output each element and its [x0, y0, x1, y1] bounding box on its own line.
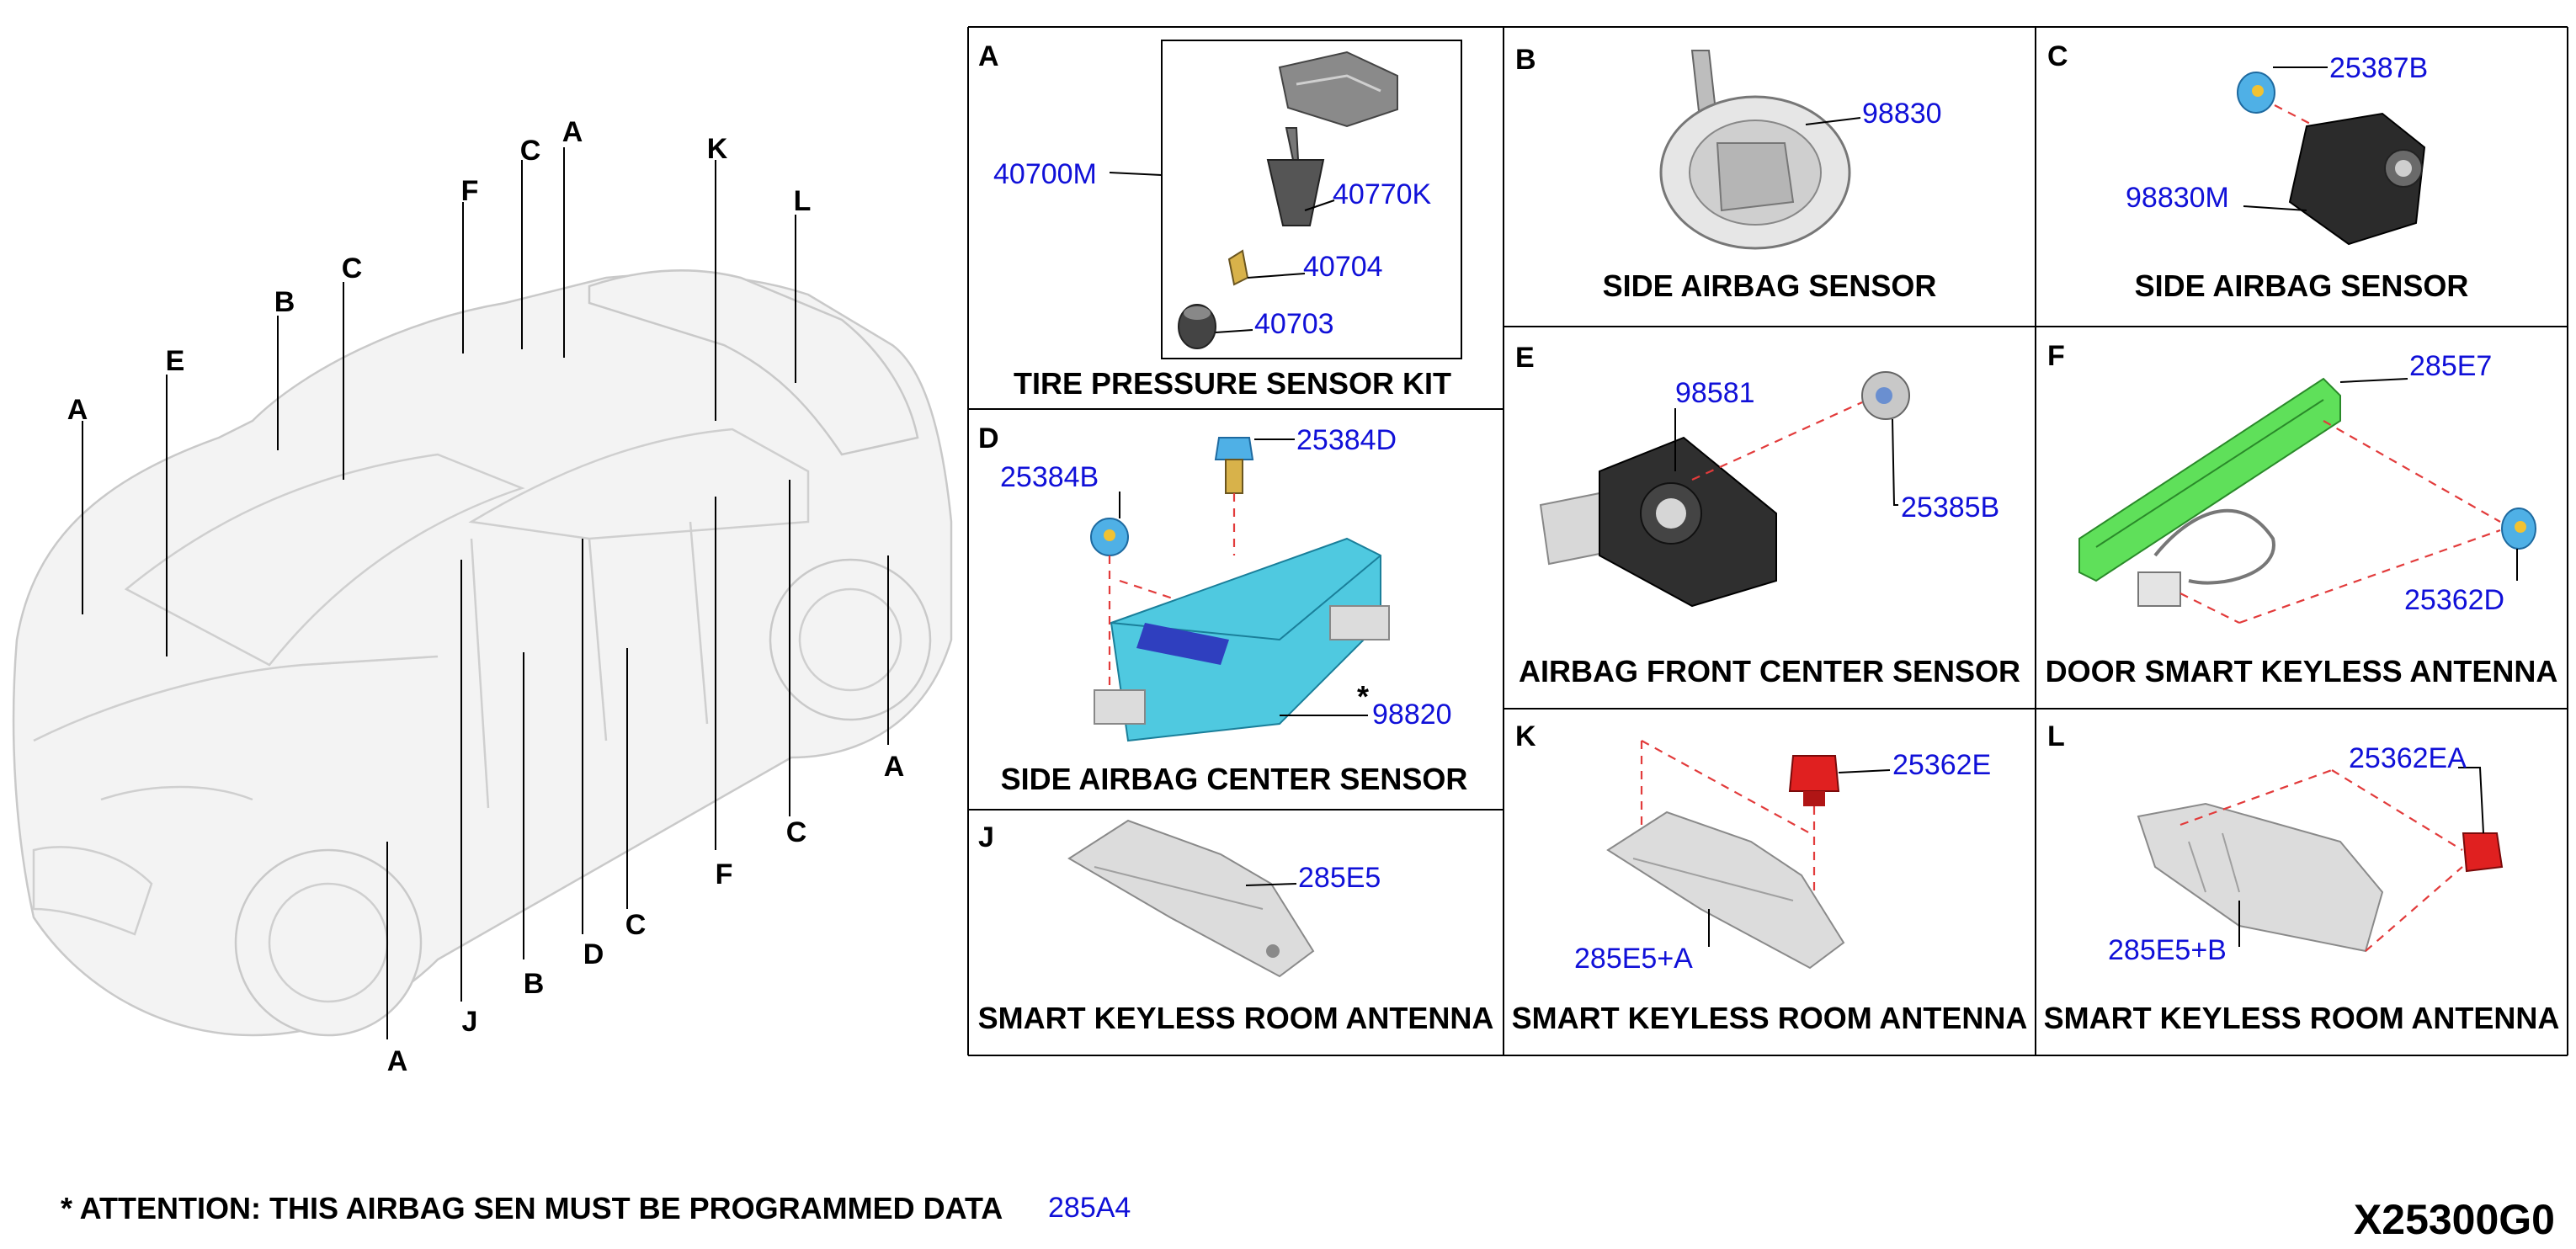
part-98830M[interactable]: 98830M: [2126, 182, 2229, 214]
callout-a-roof[interactable]: A: [562, 116, 583, 148]
part-285E7[interactable]: 285E7: [2409, 350, 2492, 382]
callout-c-windshield[interactable]: C: [342, 252, 363, 284]
panel-e-title: AIRBAG FRONT CENTER SENSOR: [1519, 654, 2020, 688]
callout-e[interactable]: E: [166, 345, 185, 377]
valve-core-icon[interactable]: [1227, 249, 1249, 286]
panel-l-title: SMART KEYLESS ROOM ANTENNA: [2044, 1001, 2560, 1035]
asterisk-mark: *: [1357, 679, 1369, 714]
part-40704[interactable]: 40704: [1303, 251, 1383, 283]
panel-k-title: SMART KEYLESS ROOM ANTENNA: [1512, 1001, 2028, 1035]
callout-a-front[interactable]: A: [67, 394, 88, 426]
callout-b-lower[interactable]: B: [524, 968, 545, 1000]
part-25384B[interactable]: 25384B: [1000, 461, 1099, 493]
callout-l[interactable]: L: [794, 185, 812, 217]
panel-f: F 285E7 25362D DOOR SMART KEYLESS ANTENN…: [2046, 340, 2558, 688]
panel-c-title: SIDE AIRBAG SENSOR: [2135, 268, 2469, 303]
kit-bracket: [1161, 40, 1462, 359]
part-25384D[interactable]: 25384D: [1296, 424, 1397, 456]
callout-a-rear[interactable]: A: [884, 751, 905, 783]
panel-l: L 25362EA 285E5+B SMART KEYLESS ROOM ANT…: [2044, 720, 2560, 1035]
part-40770K[interactable]: 40770K: [1333, 178, 1432, 210]
nut-icon[interactable]: [1861, 371, 1910, 420]
callout-f-lower[interactable]: F: [716, 858, 733, 890]
panel-d-letter: D: [978, 423, 999, 454]
part-25362D[interactable]: 25362D: [2404, 584, 2504, 616]
callout-c-roof[interactable]: C: [520, 135, 541, 167]
valve-cap-icon[interactable]: [1178, 304, 1216, 349]
tire-pressure-sensor-icon[interactable]: [1278, 50, 1398, 128]
part-285E5-plus-a[interactable]: 285E5+A: [1574, 943, 1693, 975]
callout-a-bottom[interactable]: A: [387, 1045, 408, 1077]
part-285A4[interactable]: 285A4: [1048, 1192, 1131, 1224]
antenna-icon[interactable]: [2078, 377, 2341, 607]
panel-j: J 285E5 SMART KEYLESS ROOM ANTENNA: [978, 819, 1494, 1035]
part-25385B[interactable]: 25385B: [1901, 492, 1999, 524]
part-25387B[interactable]: 25387B: [2329, 52, 2428, 84]
panel-c-letter: C: [2047, 40, 2068, 72]
panel-f-letter: F: [2047, 340, 2065, 372]
panel-e-letter: E: [1515, 342, 1535, 374]
part-40700M[interactable]: 40700M: [993, 158, 1097, 190]
antenna-icon[interactable]: [1606, 811, 1845, 970]
vehicle-callout-leaders: [82, 147, 889, 1039]
part-98820[interactable]: 98820: [1372, 699, 1452, 731]
panel-d-title: SIDE AIRBAG CENTER SENSOR: [1001, 762, 1468, 796]
part-285E5[interactable]: 285E5: [1298, 862, 1381, 894]
callout-d[interactable]: D: [583, 938, 604, 970]
panel-k: K 25362E 285E5+A SMART KEYLESS ROOM ANTE…: [1512, 720, 2028, 1035]
attention-note: * ATTENTION: THIS AIRBAG SEN MUST BE PRO…: [61, 1191, 1003, 1225]
bolt-icon[interactable]: [1214, 437, 1254, 494]
panel-b-letter: B: [1515, 44, 1536, 76]
panel-k-letter: K: [1515, 720, 1536, 752]
clip-icon[interactable]: [1090, 518, 1129, 556]
part-285E5-plus-b[interactable]: 285E5+B: [2108, 934, 2227, 966]
clip-icon[interactable]: [1788, 755, 1840, 806]
antenna-icon[interactable]: [2137, 802, 2384, 953]
airbag-center-sensor-icon[interactable]: [1094, 537, 1390, 742]
callout-c-rear[interactable]: C: [786, 816, 807, 848]
valve-stem-icon[interactable]: [1266, 127, 1325, 226]
panel-a: A 40700M 40770K 40704 40703 TIRE PRESSUR…: [978, 40, 1462, 401]
panel-c: C 25387B 98830M SIDE AIRBAG SENSOR: [2047, 40, 2468, 303]
airbag-sensor-icon[interactable]: [1539, 436, 1777, 608]
part-98830[interactable]: 98830: [1862, 98, 1942, 130]
callout-c-lower[interactable]: C: [625, 909, 647, 941]
panel-a-title: TIRE PRESSURE SENSOR KIT: [1014, 366, 1451, 401]
vehicle-illustration: [12, 269, 953, 1037]
panel-f-title: DOOR SMART KEYLESS ANTENNA: [2046, 654, 2558, 688]
panel-j-letter: J: [978, 821, 994, 853]
part-25362E[interactable]: 25362E: [1892, 749, 1991, 781]
clip-icon[interactable]: [2501, 508, 2536, 550]
part-98581[interactable]: 98581: [1675, 377, 1755, 409]
callout-k[interactable]: K: [707, 133, 728, 165]
airbag-sensor-icon[interactable]: [1659, 50, 1851, 250]
panel-d: D 25384B 25384D * 98820 SIDE AIRBAG CENT…: [978, 423, 1467, 796]
panel-j-title: SMART KEYLESS ROOM ANTENNA: [978, 1001, 1494, 1035]
clip-icon[interactable]: [2237, 72, 2275, 114]
airbag-sensor-icon[interactable]: [2288, 112, 2426, 246]
panel-grid: [967, 26, 2568, 1056]
clip-icon[interactable]: [2462, 832, 2504, 873]
footer: * ATTENTION: THIS AIRBAG SEN MUST BE PRO…: [61, 1191, 2555, 1243]
diagram-code: X25300G0: [2354, 1196, 2555, 1243]
callout-b-upper[interactable]: B: [274, 286, 295, 318]
panel-b: B 98830 SIDE AIRBAG SENSOR: [1515, 44, 1942, 303]
callout-f-upper[interactable]: F: [461, 175, 479, 207]
part-25362EA[interactable]: 25362EA: [2349, 742, 2467, 774]
part-40703[interactable]: 40703: [1254, 308, 1334, 340]
callout-j[interactable]: J: [462, 1006, 478, 1038]
panel-e: E 98581 25385B AIRBAG FRONT CENTER SENSO…: [1515, 342, 2020, 688]
panel-l-letter: L: [2047, 720, 2065, 752]
vehicle-callouts: A E B C F C A K L A C F C D B J A: [67, 116, 905, 1077]
panel-a-letter: A: [978, 40, 999, 72]
antenna-icon[interactable]: [1067, 819, 1315, 978]
panel-b-title: SIDE AIRBAG SENSOR: [1603, 268, 1937, 303]
